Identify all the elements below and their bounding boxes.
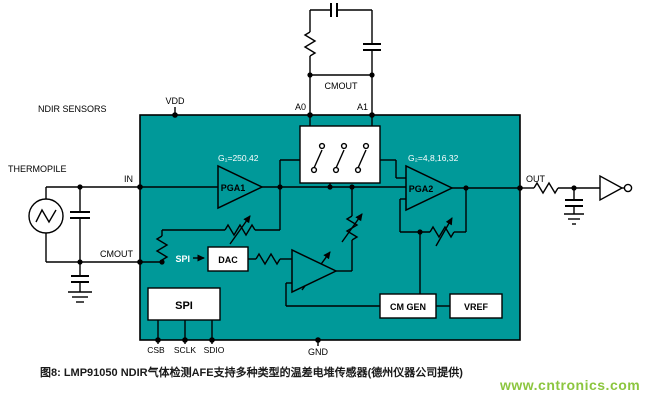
- thermopile-network: [28, 186, 140, 303]
- cmout-external-label: CMOUT: [325, 81, 358, 91]
- output-buffer: [599, 174, 624, 202]
- spi-box-label: SPI: [175, 300, 193, 312]
- resistor-output: [533, 181, 559, 195]
- vdd-pin-label: VDD: [165, 96, 185, 106]
- pga1-amplifier: [217, 164, 264, 210]
- out-pin-label: OUT: [526, 174, 546, 184]
- pga2-amplifier: [405, 164, 454, 212]
- gnd-pin-label: GND: [308, 347, 329, 357]
- cm-gen-box: [379, 293, 437, 319]
- ground-symbol-left: [68, 291, 92, 303]
- spi-arrow-label: SPI: [175, 254, 190, 264]
- switch-matrix-switches: [310, 142, 370, 174]
- sclk-pin-label: SCLK: [174, 345, 197, 355]
- thermopile-element-icon: [35, 208, 57, 224]
- in-pin-label: IN: [124, 174, 133, 184]
- gain2-label: G₂=4,8,16,32: [408, 153, 459, 163]
- output-network: [520, 174, 633, 225]
- cmout-pin-label: CMOUT: [100, 249, 133, 259]
- resistor-pga2-feedback: [429, 225, 455, 239]
- ndir-sensors-label: NDIR SENSORS: [38, 104, 107, 114]
- ground-symbol-output: [564, 213, 584, 225]
- resistor-pga1-feedback: [224, 223, 256, 237]
- resistor-cmout-internal: [155, 235, 169, 261]
- pga1-label: PGA1: [221, 183, 246, 193]
- csb-pin-label: CSB: [147, 345, 165, 355]
- vref-label: VREF: [464, 302, 489, 312]
- spi-box: [147, 287, 221, 321]
- a0-pin-label: A0: [295, 102, 306, 112]
- resistor-top: [303, 31, 317, 57]
- a1-pin-label: A1: [357, 102, 368, 112]
- vref-box: [449, 293, 503, 319]
- cm-gen-label: CM GEN: [390, 302, 426, 312]
- external-top-rc-network: [303, 3, 381, 115]
- resistor-dac-output: [255, 252, 281, 266]
- mid-amplifier: [291, 248, 338, 294]
- gain1-label: G₁=250,42: [218, 153, 259, 163]
- sdio-pin-label: SDIO: [204, 345, 225, 355]
- figure-caption: 图8: LMP91050 NDIR气体检测AFE支持多种类型的温差电堆传感器(德…: [40, 367, 463, 379]
- output-terminal: [623, 183, 633, 193]
- thermopile-label: THERMOPILE: [8, 164, 67, 174]
- switch-matrix-box: [299, 125, 381, 184]
- watermark-text: www.cntronics.com: [500, 377, 641, 393]
- dac-label: DAC: [218, 255, 238, 265]
- pga2-label: PGA2: [409, 184, 434, 194]
- dac-box: [207, 246, 249, 272]
- pins-and-junctions: [77, 72, 577, 343]
